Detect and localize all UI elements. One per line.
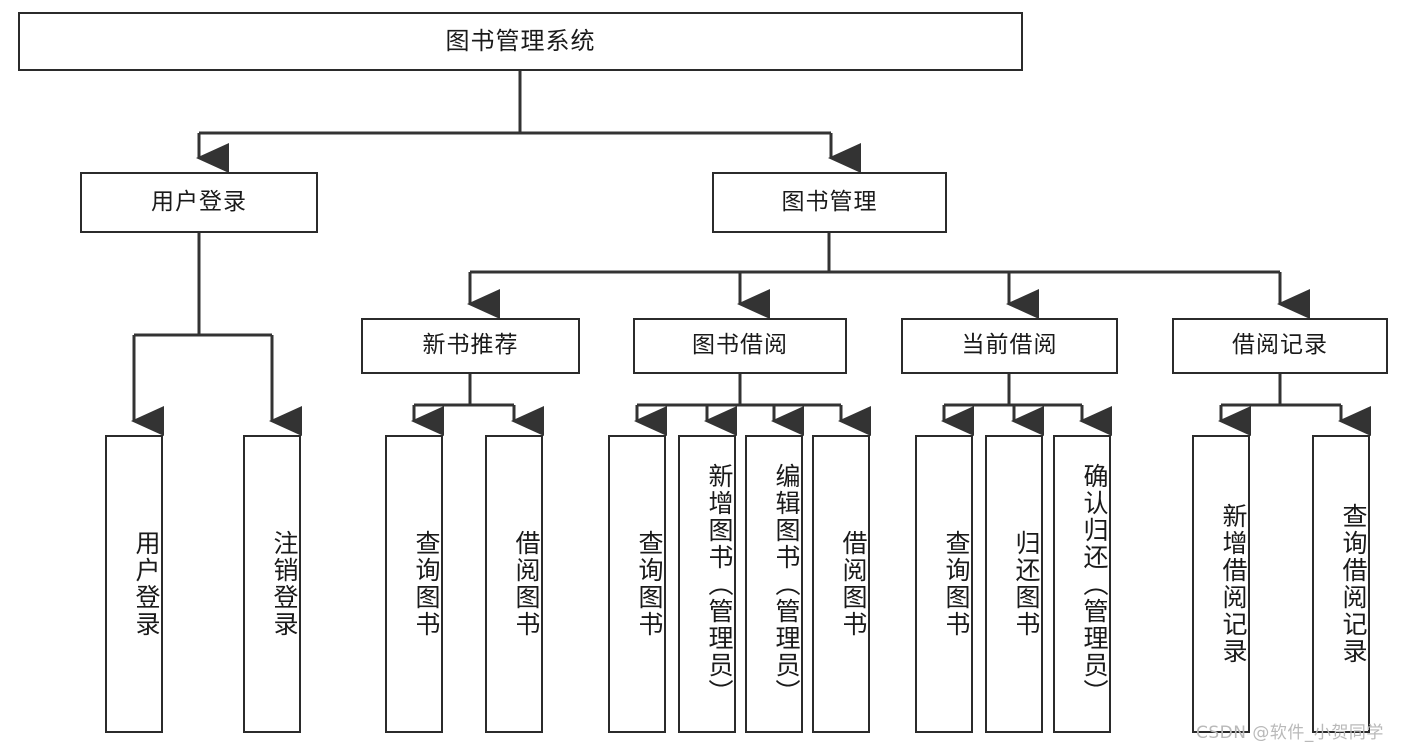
leaf-borrow-book-1-label: 借阅图书 (512, 530, 541, 638)
leaf-query-book-1-label: 查询图书 (412, 530, 441, 638)
node-root-label: 图书管理系统 (445, 27, 596, 56)
leaf-add-record[interactable]: 新增借阅记录 (1192, 435, 1250, 733)
leaf-add-book[interactable]: 新增图书（管理员） (678, 435, 736, 733)
leaf-return-book[interactable]: 归还图书 (985, 435, 1043, 733)
node-root[interactable]: 图书管理系统 (18, 12, 1023, 71)
leaf-user-login-label: 用户登录 (132, 530, 161, 638)
leaf-query-book-1[interactable]: 查询图书 (385, 435, 443, 733)
leaf-query-book-2-label: 查询图书 (635, 530, 664, 638)
node-new-book-recommend-label: 新书推荐 (422, 332, 519, 359)
leaf-query-record[interactable]: 查询借阅记录 (1312, 435, 1370, 733)
leaf-query-book-3[interactable]: 查询图书 (915, 435, 973, 733)
node-borrow-record-label: 借阅记录 (1232, 332, 1328, 359)
leaf-query-record-label: 查询借阅记录 (1339, 503, 1368, 665)
node-book-borrow-label: 图书借阅 (692, 332, 788, 359)
node-user-login-label: 用户登录 (151, 188, 247, 215)
leaf-logout[interactable]: 注销登录 (243, 435, 301, 733)
leaf-borrow-book-2-label: 借阅图书 (839, 530, 868, 638)
leaf-logout-label: 注销登录 (270, 530, 299, 638)
node-new-book-recommend[interactable]: 新书推荐 (361, 318, 580, 374)
leaf-borrow-book-1[interactable]: 借阅图书 (485, 435, 543, 733)
leaf-return-book-label: 归还图书 (1012, 530, 1041, 638)
leaf-query-book-3-label: 查询图书 (942, 530, 971, 638)
node-borrow-record[interactable]: 借阅记录 (1172, 318, 1388, 374)
node-user-login[interactable]: 用户登录 (80, 172, 318, 233)
node-current-borrow-label: 当前借阅 (961, 332, 1058, 359)
leaf-confirm-return-label: 确认归还（管理员） (1080, 462, 1109, 706)
leaf-confirm-return[interactable]: 确认归还（管理员） (1053, 435, 1111, 733)
leaf-edit-book[interactable]: 编辑图书（管理员） (745, 435, 803, 733)
node-book-manage[interactable]: 图书管理 (712, 172, 947, 233)
leaf-borrow-book-2[interactable]: 借阅图书 (812, 435, 870, 733)
leaf-edit-book-label: 编辑图书（管理员） (772, 462, 801, 706)
node-book-manage-label: 图书管理 (781, 188, 878, 215)
leaf-add-record-label: 新增借阅记录 (1219, 503, 1248, 665)
watermark-text: CSDN @软件_小贺同学 (1196, 723, 1384, 743)
leaf-user-login[interactable]: 用户登录 (105, 435, 163, 733)
leaf-add-book-label: 新增图书（管理员） (705, 462, 734, 706)
node-book-borrow[interactable]: 图书借阅 (633, 318, 847, 374)
leaf-query-book-2[interactable]: 查询图书 (608, 435, 666, 733)
node-current-borrow[interactable]: 当前借阅 (901, 318, 1118, 374)
watermark: CSDN @软件_小贺同学 (1196, 718, 1384, 743)
